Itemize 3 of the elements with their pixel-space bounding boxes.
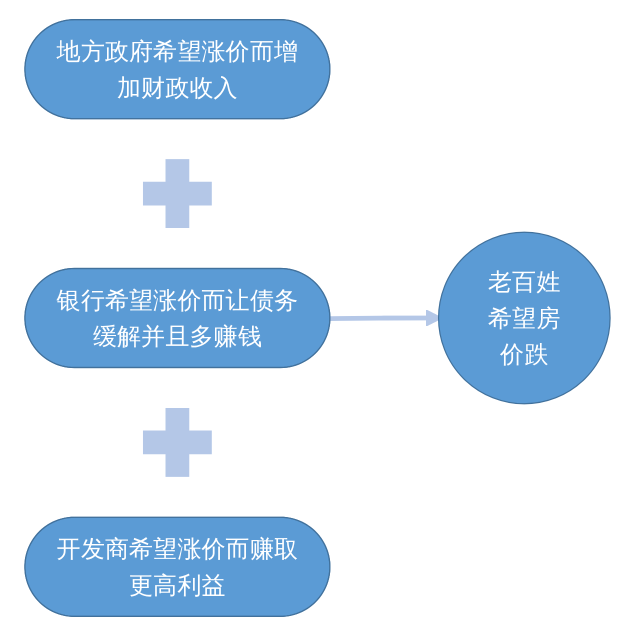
node-circle: 老百姓希望房价跌 — [438, 232, 611, 404]
node-plus — [142, 408, 212, 477]
node-plus — [142, 159, 212, 228]
